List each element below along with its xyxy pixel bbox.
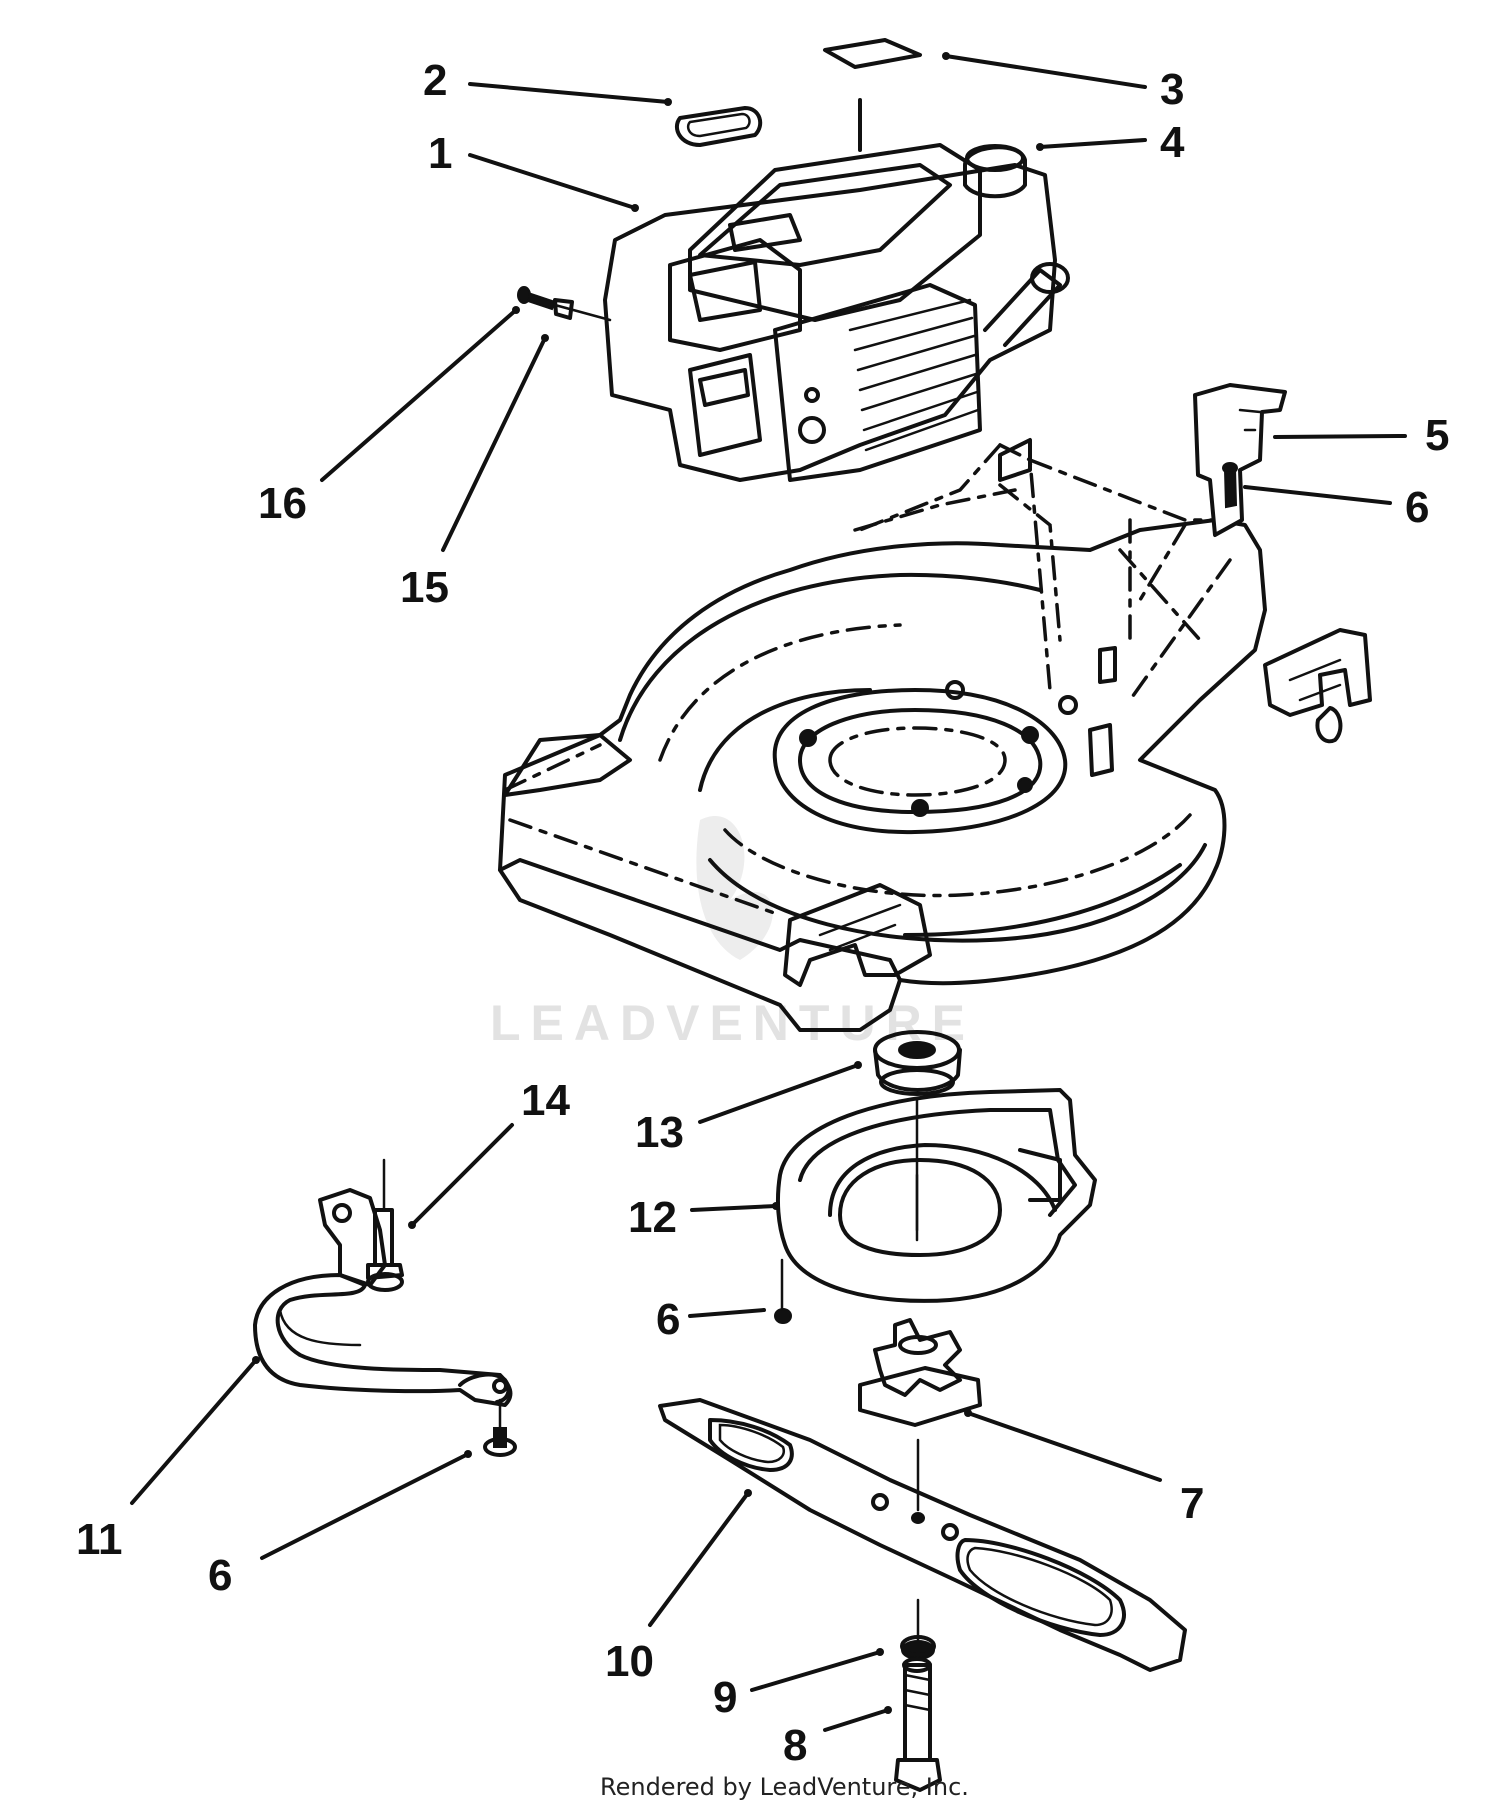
callout-2: 2 — [423, 56, 447, 105]
callout-12: 12 — [628, 1193, 677, 1242]
callout-10: 10 — [605, 1637, 654, 1686]
callout-5: 5 — [1425, 411, 1449, 460]
watermark-text: LEADVENTURE — [490, 995, 975, 1051]
callout-4: 4 — [1160, 118, 1185, 167]
callout-7: 7 — [1180, 1479, 1204, 1528]
bearing-part-13 — [873, 1030, 962, 1096]
screw-part-6-lower — [483, 1398, 517, 1457]
callout-3: 3 — [1160, 65, 1184, 114]
blade-adapter-part-7 — [858, 1318, 982, 1512]
callout-15: 15 — [400, 563, 449, 612]
baffle-plate-part-12 — [775, 1088, 1097, 1303]
screw-part-16 — [517, 286, 612, 322]
callout-6-upper: 6 — [1405, 483, 1429, 532]
callout-6-middle: 6 — [656, 1295, 680, 1344]
gasket-part-2 — [674, 106, 763, 147]
bracket-part-5 — [1193, 383, 1287, 537]
callout-6-lower: 6 — [208, 1551, 232, 1600]
callout-14: 14 — [521, 1076, 570, 1125]
engine-part-1 — [603, 143, 1070, 482]
callout-8: 8 — [783, 1721, 807, 1770]
callout-13: 13 — [635, 1108, 684, 1157]
rear-baffle-part-11 — [253, 1158, 513, 1407]
decal-part-3 — [823, 38, 922, 69]
clip-part-15 — [553, 298, 574, 320]
callout-9: 9 — [713, 1673, 737, 1722]
blade-part-10 — [658, 1398, 1187, 1672]
leader-lines — [130, 52, 1407, 1732]
callout-16: 16 — [258, 479, 307, 528]
washer-part-9 — [900, 1598, 936, 1660]
footer-credit: Rendered by LeadVenture, Inc. — [600, 1773, 969, 1801]
callout-11: 11 — [76, 1515, 123, 1564]
callout-labels: 1 2 3 4 5 6 6 6 7 8 9 10 11 12 13 14 15 … — [76, 56, 1449, 1770]
mower-deck — [498, 438, 1372, 1032]
screw-part-6-middle — [774, 1258, 792, 1324]
watermark: LEADVENTURE — [490, 816, 975, 1051]
callout-1: 1 — [428, 129, 452, 178]
bolt-part-6-upper — [1222, 462, 1238, 509]
bolt-part-8 — [894, 1657, 942, 1792]
